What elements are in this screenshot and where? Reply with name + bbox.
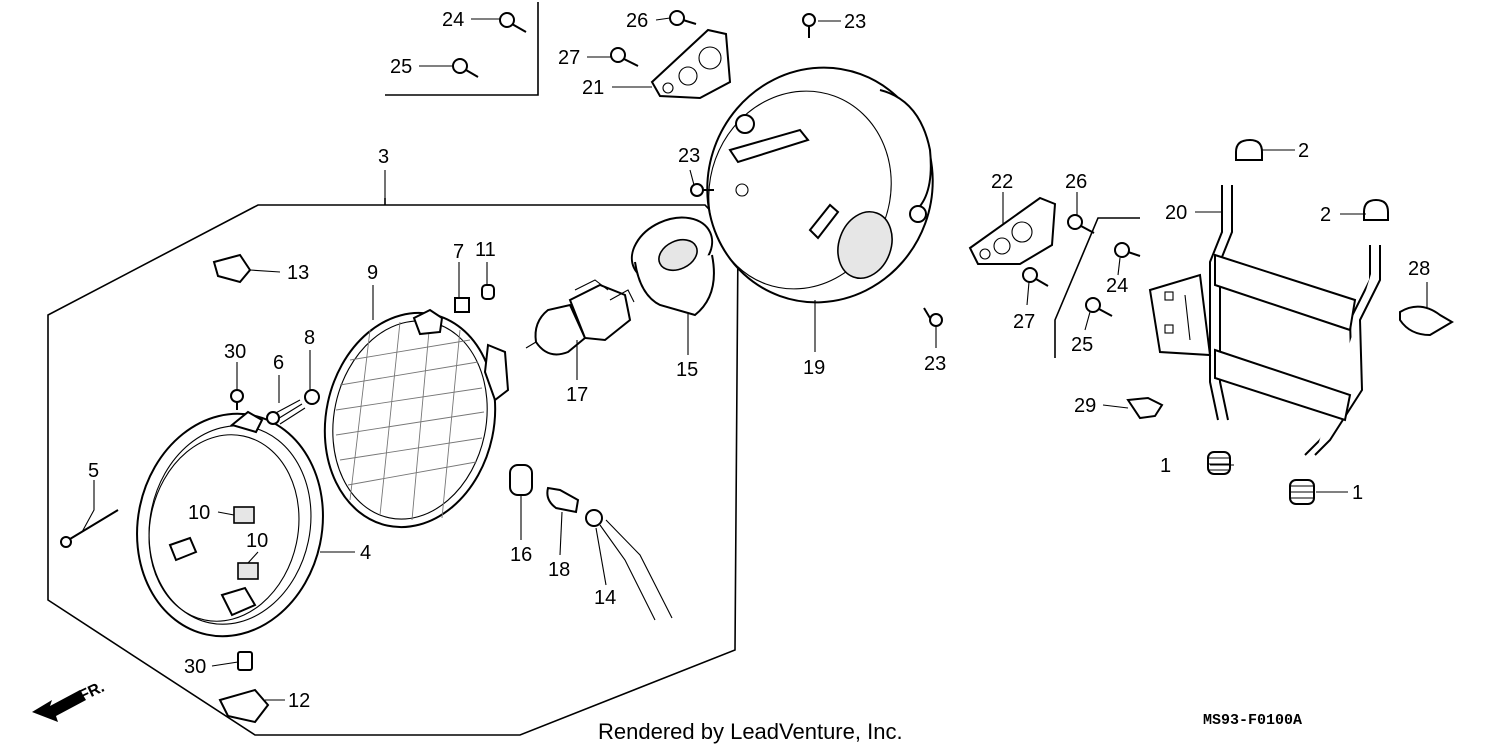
callout-13: 13 — [287, 262, 309, 284]
clamp-28-part — [1399, 305, 1454, 337]
bolt-23b-part — [690, 183, 714, 197]
callout-22: 22 — [991, 171, 1013, 193]
callout-29: 29 — [1074, 395, 1096, 417]
callout-6: 6 — [273, 352, 284, 374]
grommet-1a-part — [1207, 451, 1231, 475]
callout-16: 16 — [510, 544, 532, 566]
callout-3: 3 — [378, 146, 389, 168]
bolt-26a-part — [669, 10, 697, 26]
headlight-lens-part — [323, 308, 510, 529]
nut-7-part — [454, 297, 470, 313]
callout-26a: 26 — [626, 10, 648, 32]
cap-11-part — [481, 284, 495, 300]
callout-2a: 2 — [1298, 140, 1309, 162]
screw-5-part — [60, 509, 119, 548]
callout-15: 15 — [676, 359, 698, 381]
mounting-plate-21-part — [650, 28, 732, 100]
cap-nut-2a-part — [1235, 138, 1263, 161]
clip-nut-13-part — [212, 253, 252, 284]
headlight-rim-part — [136, 410, 324, 638]
callout-5: 5 — [88, 460, 99, 482]
bulb-cover-part — [630, 216, 715, 317]
bracket-set-divider — [1054, 217, 1140, 358]
bolt-30a-part — [230, 389, 244, 410]
headlight-bulb-part — [525, 279, 635, 356]
bolt-23c-part — [923, 307, 943, 327]
clip-nut-12-part — [218, 688, 270, 724]
washer-8-part — [304, 389, 320, 405]
socket-16-part — [509, 464, 533, 496]
leader-lines — [81, 17, 1428, 701]
callout-28: 28 — [1408, 258, 1430, 280]
grommet-1b-part — [1289, 479, 1315, 505]
render-credit: Rendered by LeadVenture, Inc. — [598, 719, 903, 744]
bolt-27b-part — [1022, 267, 1049, 287]
callout-27b: 27 — [1013, 311, 1035, 333]
bolt-25a-part — [452, 58, 479, 78]
bolt-set-outline — [385, 2, 539, 96]
callout-25a: 25 — [390, 56, 412, 78]
callout-18: 18 — [548, 559, 570, 581]
callout-23b: 23 — [678, 145, 700, 167]
callout-24b: 24 — [1106, 275, 1128, 297]
bolt-27a-part — [610, 47, 639, 67]
callout-14: 14 — [594, 587, 616, 609]
bolt-26b-part — [1067, 214, 1095, 234]
front-direction-label: FR. — [77, 679, 108, 705]
callout-7: 7 — [453, 241, 464, 263]
callout-10b: 10 — [246, 530, 268, 552]
callout-2b: 2 — [1320, 204, 1331, 226]
callout-20: 20 — [1165, 202, 1187, 224]
bolt-25b-part — [1085, 297, 1113, 317]
callout-4: 4 — [360, 542, 371, 564]
callout-25b: 25 — [1071, 334, 1093, 356]
cap-nut-2b-part — [1363, 198, 1389, 221]
callout-27a: 27 — [558, 47, 580, 69]
callout-9: 9 — [367, 262, 378, 284]
mounting-plate-22-part — [968, 196, 1057, 265]
bolt-23a-part — [802, 13, 816, 38]
bolt-24a-part — [499, 12, 527, 33]
bulb-18-part — [546, 486, 580, 514]
bolt-24b-part — [1114, 242, 1141, 258]
headlight-case-part — [706, 66, 934, 304]
callout-30a: 30 — [224, 341, 246, 363]
front-direction-arrow-icon — [32, 690, 86, 722]
callout-26b: 26 — [1065, 171, 1087, 193]
callout-12: 12 — [288, 690, 310, 712]
callout-21: 21 — [582, 77, 604, 99]
callout-1b: 1 — [1352, 482, 1363, 504]
callout-1a: 1 — [1160, 455, 1171, 477]
callout-19: 19 — [803, 357, 825, 379]
diagram-code: MS93-F0100A — [1203, 712, 1302, 729]
bolt-30b-part — [237, 651, 253, 671]
nut-10a-part — [233, 506, 255, 524]
callout-23c: 23 — [924, 353, 946, 375]
nut-10b-part — [237, 562, 259, 580]
socket-wire-14-part — [585, 509, 673, 621]
callout-23a: 23 — [844, 11, 866, 33]
headlight-bracket-part — [1148, 185, 1381, 456]
callout-24a: 24 — [442, 9, 464, 31]
callout-11: 11 — [475, 239, 496, 261]
spring-6-part — [266, 399, 306, 425]
clip-29-part — [1126, 396, 1164, 420]
callout-17: 17 — [566, 384, 588, 406]
callout-8: 8 — [304, 327, 315, 349]
callout-30b: 30 — [184, 656, 206, 678]
callout-10a: 10 — [188, 502, 210, 524]
callout-labels: 1 1 2 2 3 4 5 6 7 8 9 10 10 11 12 13 14 … — [88, 9, 1430, 712]
